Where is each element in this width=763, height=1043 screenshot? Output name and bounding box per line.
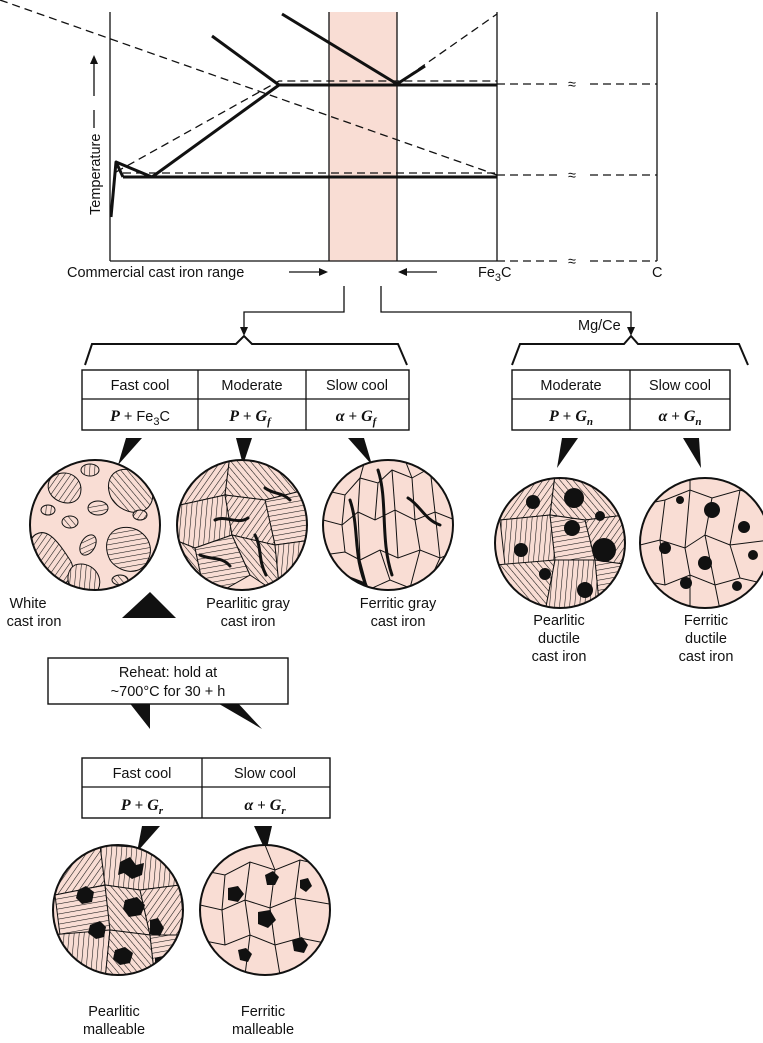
temperature-axis-label: Temperature [88, 134, 104, 215]
header-slow-cool-ductile: Slow cool [649, 378, 711, 394]
label-pearlitic-malleable-line-1: Pearlitic [88, 1004, 140, 1020]
label-ferritic-ductile-line-2: ductile [685, 631, 727, 647]
ductile-table: Moderate Slow cool P + Gn α + Gn [512, 370, 730, 430]
mg-ce-label: Mg/Ce [578, 318, 621, 334]
label-ferritic-malleable-line-1: Ferritic [241, 1004, 285, 1020]
commercial-range-label: Commercial cast iron range [67, 265, 244, 281]
ferritic-gray-micrograph [323, 460, 455, 590]
header-slow-cool: Slow cool [326, 378, 388, 394]
label-ferritic-gray-line-1: Ferritic gray [360, 596, 437, 612]
carbon-label: C [652, 265, 662, 281]
branch-connectors: Mg/Ce [85, 286, 748, 365]
brace-right [512, 336, 748, 365]
pearlitic-gray-micrograph [175, 455, 312, 595]
header-moderate: Moderate [221, 378, 282, 394]
ferritic-ductile-micrograph [640, 478, 763, 610]
ferritic-malleable-micrograph [200, 845, 335, 975]
pearlitic-malleable-micrograph [50, 845, 185, 980]
label-white-line-2: cast iron [7, 614, 62, 630]
label-pearlitic-gray-line-2: cast iron [221, 614, 276, 630]
label-pearlitic-malleable-line-2: malleable [83, 1022, 145, 1038]
break-mark-lower: ≈ [568, 254, 576, 270]
header-fast-cool: Fast cool [111, 378, 170, 394]
white-cast-iron-micrograph [28, 460, 160, 596]
label-ferritic-gray-line-2: cast iron [371, 614, 426, 630]
label-pearlitic-gray-line-1: Pearlitic gray [206, 596, 291, 612]
label-pearlitic-ductile-line-2: ductile [538, 631, 580, 647]
label-pearlitic-ductile-line-1: Pearlitic [533, 613, 585, 629]
gray-white-table: Fast cool Moderate Slow cool P + Fe3C P … [82, 370, 409, 430]
label-white-line-1: White [9, 596, 46, 612]
label-pearlitic-ductile-line-3: cast iron [532, 649, 587, 665]
brace-left [85, 336, 407, 365]
label-ferritic-malleable-line-2: malleable [232, 1022, 294, 1038]
malleable-table: Fast cool Slow cool P + Gr α + Gr [82, 758, 330, 818]
header-slow-cool-malleable: Slow cool [234, 766, 296, 782]
label-ferritic-ductile-line-1: Ferritic [684, 613, 728, 629]
reheat-box: Reheat: hold at ~700°C for 30 + h [48, 658, 288, 704]
break-mark-middle: ≈ [568, 168, 576, 184]
phase-diagram: ≈ ≈ ≈ Temperature Commercial cast iron r… [0, 0, 662, 284]
pearlitic-ductile-micrograph [495, 475, 630, 612]
fe3c-label: Fe3C [478, 265, 512, 284]
header-fast-cool-malleable: Fast cool [113, 766, 172, 782]
reheat-line-2: ~700°C for 30 + h [111, 684, 226, 700]
break-mark-upper: ≈ [568, 77, 576, 93]
label-ferritic-ductile-line-3: cast iron [679, 649, 734, 665]
reheat-line-1: Reheat: hold at [119, 665, 217, 681]
header-moderate-ductile: Moderate [540, 378, 601, 394]
